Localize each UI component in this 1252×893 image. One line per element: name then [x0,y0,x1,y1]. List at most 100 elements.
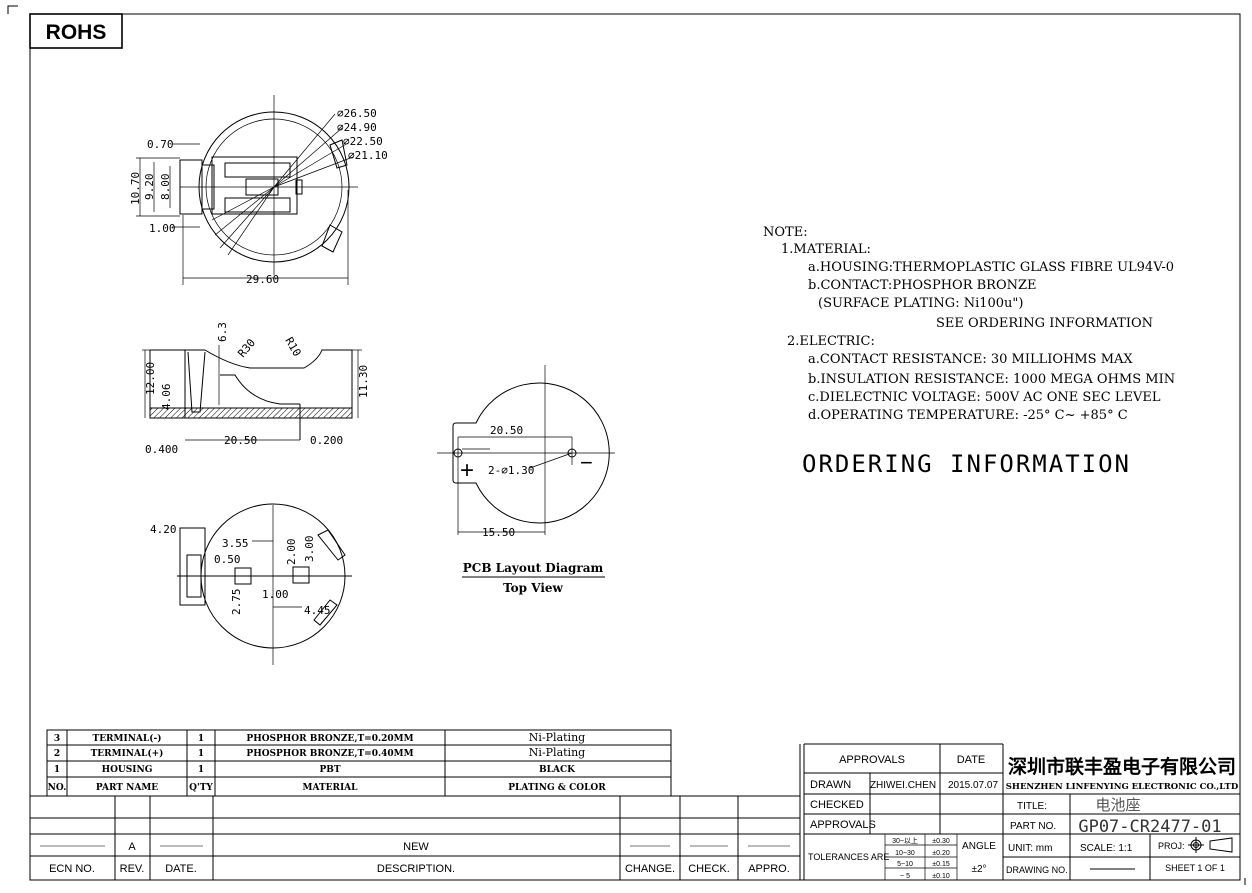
title_block-scale-text: SCALE: 1:1 [1080,843,1133,854]
title_block-tolerances-0-1-text: ±0.30 [932,838,950,845]
side_view-dims-7-text: 20.50 [224,434,257,447]
notes-lines-1-text: a.HOUSING:THERMOPLASTIC GLASS FIBRE UL94… [808,260,1174,275]
notes-lines-4-text: SEE ORDERING INFORMATION [936,316,1153,331]
notes-lines-3-text: (SURFACE PLATING: Ni100u") [818,296,1023,311]
pcb-layout-drawing: 20.50 2-⌀1.30 15.50 + − PCB Layout Diagr… [437,365,615,595]
title-block: APPROVALS DATE DRAWN ZHIWEI.CHEN 2015.07… [803,743,1240,880]
side_view-dims-8-text: 0.200 [310,434,343,447]
bom-rows-0-4-text: Ni-Plating [529,731,585,744]
top_view-dims-4-text: 0.70 [147,138,174,151]
revision-row-description-text: NEW [403,841,429,853]
pcb_layout-subtitle-text: Top View [503,581,563,595]
side_view-dims-5-text: 11.30 [357,365,370,398]
notes-lines-2-text: b.CONTACT:PHOSPHOR BRONZE [808,278,1037,293]
bom-rows-1-3-text: PHOSPHOR BRONZE,T=0.40MM [246,749,413,759]
revision-row-rev-text: A [128,841,136,853]
title_block-angle_value-text: ±2° [971,864,986,875]
title_block-tolerances_label-text: TOLERANCES ARE [808,852,889,862]
projection-symbol [1188,837,1233,853]
title_block-drawn_label-text: DRAWN [810,779,851,791]
top_view-dims-1-text: ⌀24.90 [337,121,377,134]
revision-headers-2-text: DATE. [165,863,197,875]
pcb_layout-title-text: PCB Layout Diagram [463,561,604,575]
top_view-dims-5-text: 10.70 [129,172,142,205]
pcb_layout-dims-1-text: 2-⌀1.30 [488,464,534,477]
side_view-dims-2-text: R10 [282,335,303,359]
title_block-checked_label-text: CHECKED [810,799,864,811]
pcb_layout-dims-2-text: 15.50 [482,526,515,539]
notes-lines-5-text: 2.ELECTRIC: [787,334,875,349]
bottom_view-dims-4-text: 3.00 [303,536,316,563]
bom-headers-4-text: PLATING & COLOR [508,783,606,793]
title_block-approvals2-text: APPROVALS [810,819,876,831]
top_view-dims-0-text: ⌀26.50 [337,107,377,120]
title_block-tolerances-2-1-text: ±0.15 [932,861,950,868]
revision-headers-5-text: CHECK. [688,863,730,875]
top_view-dims-8-text: 1.00 [149,222,176,235]
title_block-drawn_by-text: ZHIWEI.CHEN [870,780,936,791]
side_view-dims-4-text: 4.06 [160,384,173,411]
bottom-view-drawing: 4.20 3.55 0.50 2.00 3.00 2.75 1.00 4.45 [150,503,352,665]
revision-headers-4-text: CHANGE. [625,863,675,875]
bom-rows-1-4-text: Ni-Plating [529,746,585,759]
pcb_layout-dims-0-text: 20.50 [490,424,523,437]
company-name-cn: 深圳市联丰盈电子有限公司 [1008,755,1236,778]
title_block-tolerances-0-0-text: 30~以上 [892,836,918,845]
notes-lines-0-text: 1.MATERIAL: [781,242,871,257]
bottom_view-dims-2-text: 0.50 [214,553,241,566]
title_block-proj-text: PROJ: [1158,841,1185,851]
notes-lines-6-text: a.CONTACT RESISTANCE: 30 MILLIOHMS MAX [808,352,1133,367]
side_view-dims-3-text: 12.00 [144,362,157,395]
bom-rows-0-0-text: 3 [54,734,60,744]
title_block-drawn_date-text: 2015.07.07 [948,780,998,791]
top_view-dims-2-text: ⌀22.50 [343,135,383,148]
title_block-drawing_no_label-text: DRAWING NO. [1006,865,1068,875]
bottom_view-dims-1-text: 3.55 [222,537,249,550]
bottom_view-dims-5-text: 2.75 [230,589,243,616]
pcb_layout-minus-text: − [580,450,593,475]
side-view-drawing: 6.3 R30 R10 12.00 4.06 11.30 0.400 20.50… [142,322,370,456]
bottom_view-dims-6-text: 1.00 [262,588,289,601]
title_block-part_no_label-text: PART NO. [1010,821,1056,832]
side_view-dims-6-text: 0.400 [145,443,178,456]
title_block-tolerances-1-0-text: 10~30 [895,850,915,857]
bottom_view-dims-3-text: 2.00 [285,539,298,566]
side_view-dims-0-text: 6.3 [216,322,229,342]
bom-rows-2-0-text: 1 [54,765,60,775]
ordering-information-heading: ORDERING INFORMATION [802,450,1131,478]
title_block-date-text: DATE [957,754,986,766]
revision-headers-3-text: DESCRIPTION. [377,863,455,875]
top_view-dims-7-text: 8.00 [159,174,172,201]
bom-rows-0-1-text: TERMINAL(-) [93,733,162,744]
company-name-en: SHENZHEN LINFENYING ELECTRONIC CO.,LTD [1006,782,1239,792]
title_block-tolerances-3-1-text: ±0.10 [932,873,950,880]
revision-headers-0-text: ECN NO. [49,863,95,875]
revision-headers-1-text: REV. [120,863,145,875]
part-number: GP07-CR2477-01 [1078,817,1221,837]
bom-rows-1-2-text: 1 [198,749,204,759]
bom-headers-1-text: PART NAME [96,783,158,793]
notes-lines-8-text: c.DIELECTNIC VOLTAGE: 500V AC ONE SEC LE… [808,390,1161,405]
top_view-dims-9-text: 29.60 [246,273,279,286]
title_block-title_label-text: TITLE: [1017,801,1047,812]
side_view-dims-1-text: R30 [235,336,258,360]
notes-lines-7-text: b.INSULATION RESISTANCE: 1000 MEGA OHMS … [808,372,1175,387]
pcb_layout-plus-text: + [460,457,474,484]
rohs-text: ROHS [46,21,107,44]
bom-rows-2-1-text: HOUSING [102,765,153,775]
bom-rows-0-2-text: 1 [198,734,204,744]
drawing-title: 电池座 [1095,796,1140,814]
bom-headers-3-text: MATERIAL [302,783,358,793]
bom-table: 3 TERMINAL(-) 1 PHOSPHOR BRONZE,T=0.20MM… [46,729,672,797]
bom-rows-2-2-text: 1 [198,765,204,775]
title_block-unit-text: UNIT: mm [1008,843,1052,854]
bottom_view-dims-7-text: 4.45 [304,604,331,617]
bom-rows-1-0-text: 2 [54,749,60,759]
notes-heading-text: NOTE: [763,225,808,240]
bom-rows-2-4-text: BLACK [539,765,576,775]
top_view-dims-3-text: ⌀21.10 [348,149,388,162]
rohs-badge: ROHS [29,13,123,49]
revision-table: A NEW ECN NO. REV. DATE. DESCRIPTION. CH… [30,744,801,880]
bottom_view-dims-0-text: 4.20 [150,523,177,536]
